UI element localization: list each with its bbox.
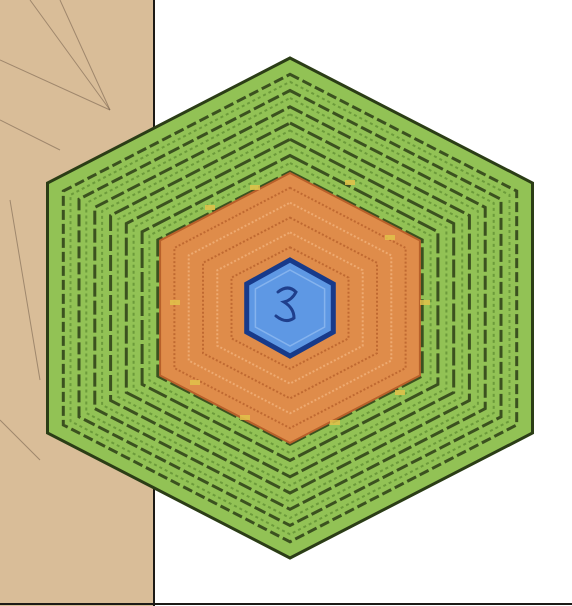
accent-speck-9 bbox=[190, 380, 200, 385]
accent-speck-10 bbox=[170, 300, 180, 305]
accent-speck-2 bbox=[250, 185, 260, 190]
accent-speck-8 bbox=[240, 415, 250, 420]
accent-speck-4 bbox=[385, 235, 395, 240]
accent-speck-7 bbox=[330, 420, 340, 425]
core-blue-hexagon bbox=[247, 260, 334, 356]
accent-speck-6 bbox=[395, 390, 405, 395]
accent-speck-3 bbox=[345, 180, 355, 185]
accent-speck-1 bbox=[205, 205, 215, 210]
accent-speck-5 bbox=[420, 300, 430, 305]
